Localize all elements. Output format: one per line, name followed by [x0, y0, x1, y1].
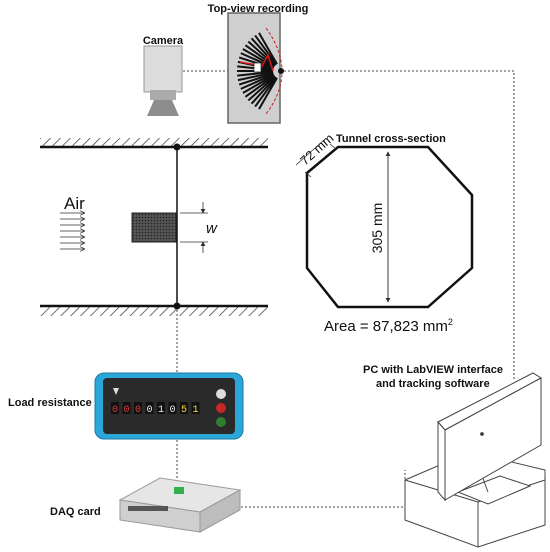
digit-window — [122, 402, 131, 414]
fan-line — [242, 48, 275, 68]
tunnel-walls — [40, 138, 268, 316]
air-arrows — [60, 213, 84, 249]
camera-to-pc-line — [280, 70, 515, 380]
fan-line — [250, 76, 277, 105]
fan-line — [237, 70, 274, 77]
fan-line — [258, 32, 278, 65]
fan-line — [254, 34, 278, 66]
fan-line — [238, 72, 274, 86]
digit-window — [134, 402, 142, 414]
pc-label-line1: PC with LabVIEW interface — [363, 364, 503, 376]
digit-window — [111, 402, 119, 414]
daq-card-label: DAQ card — [50, 506, 101, 518]
resistance-digit: 1 — [192, 405, 198, 416]
fan-line — [258, 77, 278, 110]
tunnel-cross-section — [295, 139, 474, 309]
fan-line — [240, 52, 275, 69]
digit-window — [168, 402, 177, 414]
camera — [143, 45, 183, 116]
fan-line — [237, 71, 274, 82]
resistance-digit: 0 — [146, 405, 152, 416]
dim-305-label: 305 mm — [369, 203, 385, 254]
top-view-label: Top-view recording — [208, 3, 309, 15]
digit-window — [145, 402, 154, 414]
digit-window — [191, 402, 200, 414]
fan-line — [244, 74, 276, 98]
resistance-digit: 1 — [158, 405, 164, 416]
top-view-image — [227, 12, 284, 124]
fan-line — [240, 73, 275, 90]
width-dimension — [180, 202, 208, 253]
fan-line — [250, 37, 277, 66]
resistance-digit: 0 — [169, 405, 175, 416]
cross-section-label: Tunnel cross-section — [336, 133, 446, 145]
air-label: Air — [64, 194, 85, 213]
fan-line — [254, 76, 278, 108]
digit-window — [180, 402, 188, 414]
resistance-digit: 0 — [135, 405, 141, 416]
resistance-digit: 0 — [123, 405, 129, 416]
area-label: Area = 87,823 mm2 — [324, 317, 453, 335]
pc-workstation — [404, 372, 546, 548]
load-resistance-label: Load resistance — [8, 397, 92, 409]
width-symbol: w — [206, 220, 218, 237]
digit-window — [157, 402, 165, 414]
fan-line — [242, 74, 275, 94]
harvester-beam — [131, 143, 181, 310]
resistance-digit: 0 — [112, 405, 118, 416]
pc-label-line2: and tracking software — [376, 378, 490, 390]
camera-label: Camera — [143, 35, 184, 47]
dim-72-label: 72 mm — [297, 130, 337, 168]
fan-line — [247, 75, 276, 102]
daq-card — [118, 477, 242, 533]
resistance-digit: 5 — [181, 405, 187, 416]
